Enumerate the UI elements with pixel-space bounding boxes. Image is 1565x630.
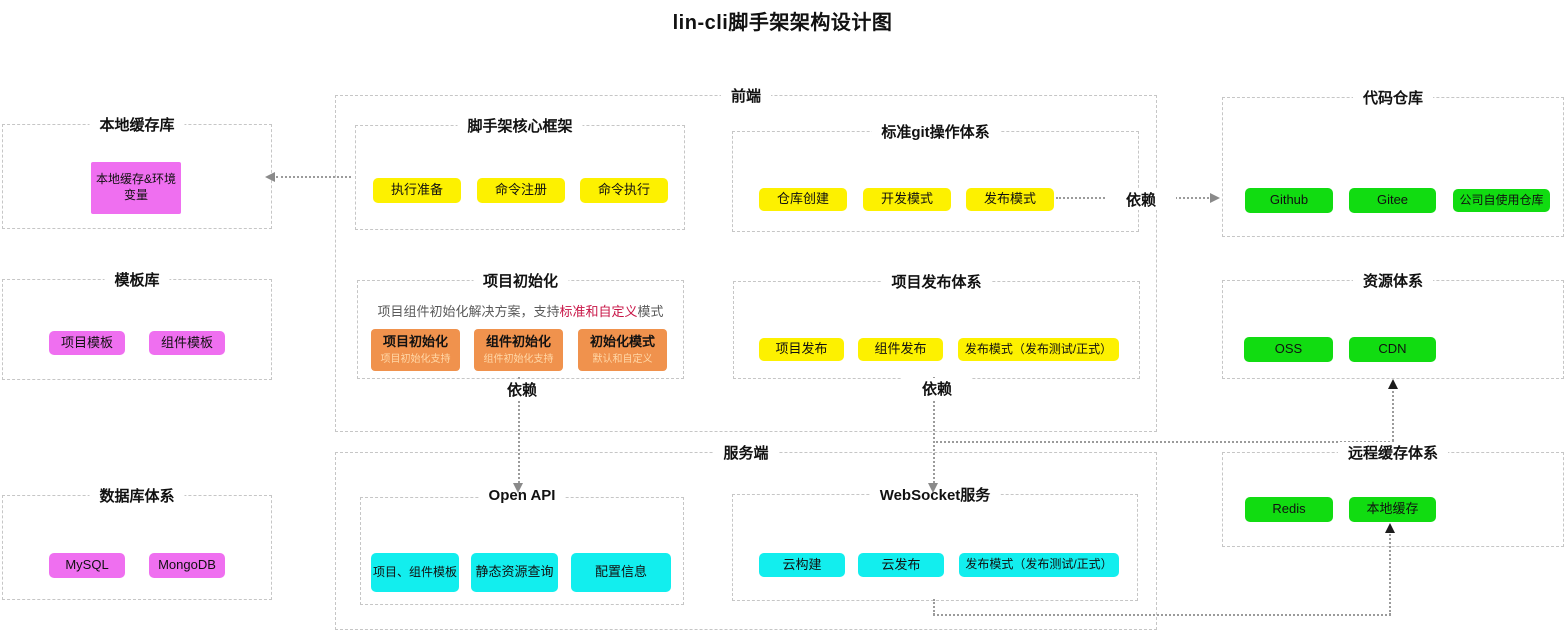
template-lib-group: 模板库 项目模板 组件模板: [2, 269, 272, 380]
node-project-template: 项目模板: [49, 331, 125, 355]
node-repo-create: 仓库创建: [759, 188, 847, 211]
git-ops-title: 标准git操作体系: [871, 121, 1000, 142]
node-component-init: 组件初始化 组件初始化支持: [474, 329, 563, 371]
desc-suffix: 模式: [637, 304, 664, 319]
node-component-template: 组件模板: [149, 331, 225, 355]
depends-label-git: 依赖: [1106, 189, 1176, 210]
node-component-init-label: 组件初始化: [485, 334, 551, 350]
node-github: Github: [1245, 188, 1333, 213]
depends-label-publish: 依赖: [902, 378, 972, 399]
node-command-register: 命令注册: [477, 178, 565, 203]
node-publish-mode: 发布模式: [966, 188, 1054, 211]
node-oss: OSS: [1244, 337, 1333, 362]
database-title: 数据库体系: [89, 485, 185, 506]
remote-cache-group: 远程缓存体系 Redis 本地缓存: [1222, 442, 1564, 547]
project-init-title: 项目初始化: [472, 270, 569, 291]
arrowhead-right-icon: [1210, 193, 1220, 203]
local-cache-title: 本地缓存库: [89, 114, 185, 135]
open-api-group: Open API 项目、组件模板 静态资源查询 配置信息: [360, 487, 684, 605]
node-exec-prepare: 执行准备: [373, 178, 461, 203]
arrowhead-down-websocket-icon: [928, 483, 938, 493]
node-init-mode-label: 初始化模式: [589, 334, 655, 350]
server-title: 服务端: [713, 442, 779, 463]
node-mongodb: MongoDB: [149, 553, 225, 578]
node-project-publish: 项目发布: [759, 338, 844, 361]
node-remote-local-cache: 本地缓存: [1349, 497, 1436, 522]
code-repo-title: 代码仓库: [1352, 87, 1434, 108]
node-ws-publish-mode: 发布模式（发布测试/正式）: [959, 553, 1119, 577]
arrowhead-up-resource-icon: [1388, 379, 1398, 389]
node-mysql: MySQL: [49, 553, 125, 578]
core-framework-group: 脚手架核心框架 执行准备 命令注册 命令执行: [355, 115, 685, 230]
arrowhead-down-openapi-icon: [513, 483, 523, 493]
node-project-component-template: 项目、组件模板: [371, 553, 459, 592]
node-dev-mode: 开发模式: [863, 188, 951, 211]
node-init-mode: 初始化模式 默认和自定义: [578, 329, 667, 371]
core-framework-title: 脚手架核心框架: [457, 115, 583, 136]
node-component-init-sub: 组件初始化支持: [483, 353, 554, 365]
node-publish-mode-test-prod: 发布模式（发布测试/正式）: [958, 338, 1119, 361]
frontend-title: 前端: [720, 85, 772, 106]
diagram-title: lin-cli脚手架架构设计图: [672, 12, 893, 34]
connector-init-to-openapi: [518, 377, 520, 487]
node-config-info: 配置信息: [571, 553, 671, 592]
project-publish-title: 项目发布体系: [881, 271, 992, 292]
resource-title: 资源体系: [1352, 270, 1434, 291]
git-ops-group: 标准git操作体系 仓库创建 开发模式 发布模式: [732, 121, 1139, 232]
node-cloud-publish: 云发布: [858, 553, 944, 577]
node-project-init-sub: 项目初始化支持: [380, 353, 451, 365]
websocket-group: WebSocket服务 云构建 云发布 发布模式（发布测试/正式）: [732, 484, 1138, 601]
node-cdn: CDN: [1349, 337, 1436, 362]
node-init-mode-sub: 默认和自定义: [592, 353, 653, 365]
template-lib-title: 模板库: [104, 269, 170, 290]
project-init-description: 项目组件初始化解决方案，支持标准和自定义模式: [358, 301, 683, 320]
depends-label-init: 依赖: [487, 379, 557, 400]
websocket-title: WebSocket服务: [869, 484, 1001, 505]
connector-to-resource-horizontal: [933, 441, 1394, 443]
code-repo-group: 代码仓库 Github Gitee 公司自使用仓库: [1222, 87, 1564, 237]
node-redis: Redis: [1245, 497, 1333, 522]
open-api-title: Open API: [478, 487, 566, 504]
connector-frontend-to-local-cache: [276, 176, 351, 178]
desc-highlight: 标准和自定义: [559, 304, 638, 319]
node-company-repo: 公司自使用仓库: [1453, 189, 1550, 212]
resource-group: 资源体系 OSS CDN: [1222, 270, 1564, 379]
connector-publish-to-websocket: [933, 377, 935, 487]
node-local-cache-env: 本地缓存&环境变量: [91, 162, 181, 214]
desc-prefix: 项目组件初始化解决方案，支持: [377, 304, 560, 319]
arrowhead-left-icon: [265, 172, 275, 182]
connector-to-resource-vertical: [1392, 387, 1394, 441]
remote-cache-title: 远程缓存体系: [1337, 442, 1449, 463]
node-project-init-label: 项目初始化: [382, 334, 448, 350]
project-publish-group: 项目发布体系 项目发布 组件发布 发布模式（发布测试/正式）: [733, 271, 1140, 379]
connector-websocket-down: [933, 599, 935, 615]
arrowhead-up-remote-cache-icon: [1385, 523, 1395, 533]
frontend-group: 前端: [335, 85, 1157, 432]
node-static-resource-query: 静态资源查询: [471, 553, 558, 592]
node-gitee: Gitee: [1349, 188, 1436, 213]
node-cloud-build: 云构建: [759, 553, 845, 577]
connector-websocket-to-remote-vertical: [1389, 531, 1391, 615]
node-command-exec: 命令执行: [580, 178, 668, 203]
database-group: 数据库体系 MySQL MongoDB: [2, 485, 272, 600]
local-cache-group: 本地缓存库 本地缓存&环境变量: [2, 114, 272, 229]
node-project-init: 项目初始化 项目初始化支持: [371, 329, 460, 371]
connector-websocket-to-remote-horizontal: [933, 614, 1391, 616]
node-component-publish: 组件发布: [858, 338, 943, 361]
project-init-group: 项目初始化 项目组件初始化解决方案，支持标准和自定义模式 项目初始化 项目初始化…: [357, 270, 684, 379]
